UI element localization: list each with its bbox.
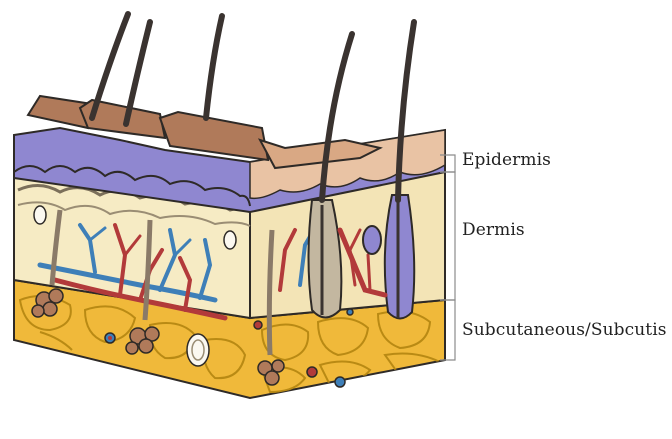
dermis-label: Dermis [462, 220, 525, 240]
subcutis-label: Subcutaneous/Subcutis [462, 320, 667, 340]
epidermis-label: Epidermis [462, 150, 551, 170]
